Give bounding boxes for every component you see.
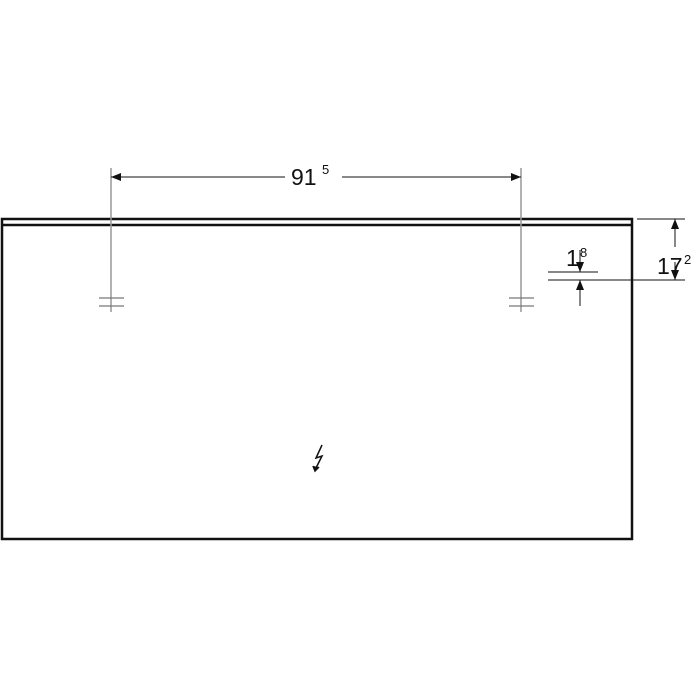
height-value: 17 [657,253,683,279]
hole-offset-sup: 8 [580,245,587,260]
hole-spacing-sup: 5 [322,162,329,177]
mounting-hole-icon [99,297,534,307]
hole-spacing-value: 91 [291,164,317,190]
hole-centerlines [110,168,522,312]
hole-spacing-dimension: 91 5 [111,162,521,190]
lightning-electrical-icon [312,444,324,473]
height-dimension: 17 2 [548,218,691,281]
height-sup: 2 [684,252,691,267]
cabinet-outline [0,217,634,541]
hole-offset-value: 1 [566,245,579,271]
hole-offset-dimension: 1 8 [548,245,598,306]
